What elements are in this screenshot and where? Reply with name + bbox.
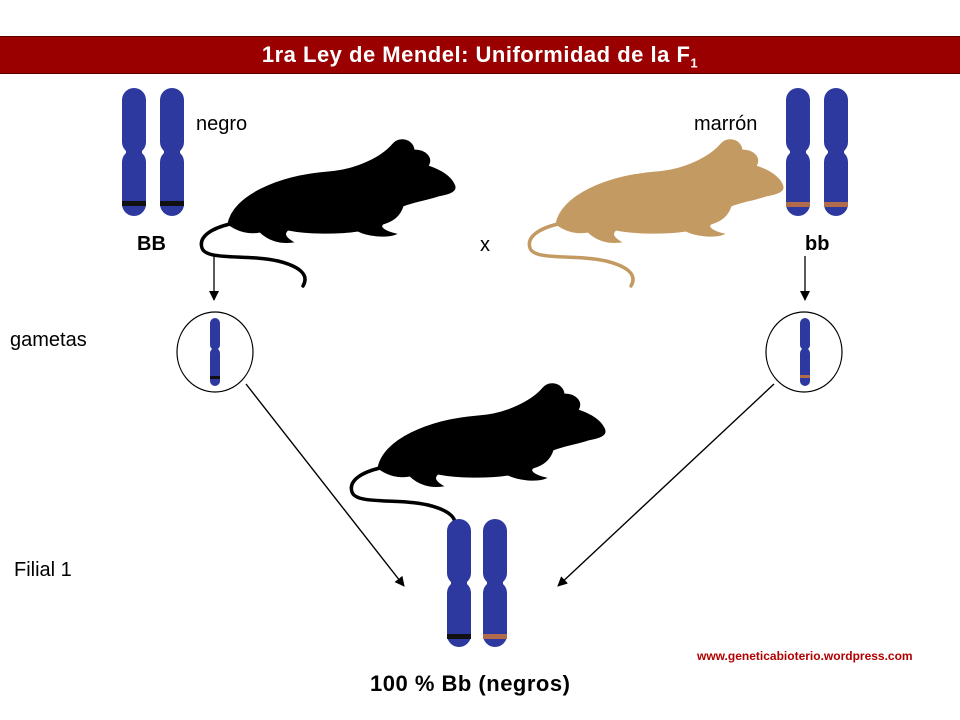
offspring-result: 100 % Bb (negros) [370, 671, 571, 696]
arrow-right-f1 [557, 383, 775, 587]
black-mouse-parent [199, 137, 457, 288]
chromosome-pair-bb-heterozygous [447, 519, 507, 647]
genotype-label-right: bb [805, 233, 830, 255]
brown-mouse-parent [527, 137, 785, 288]
chromosome-pair-bb-recessive [786, 88, 848, 216]
watermark-url: www.geneticabioterio.wordpress.com [697, 649, 913, 663]
allele-band [483, 634, 507, 639]
filial-label: Filial 1 [14, 559, 72, 581]
allele-band [786, 202, 810, 207]
genotype-label-left: BB [137, 233, 166, 255]
gamete-left [176, 311, 254, 393]
gamete-right [765, 311, 843, 393]
title-bar: 1ra Ley de Mendel: Uniformidad de la F1 [0, 36, 960, 74]
title-subscript: 1 [690, 55, 699, 71]
gametes-label: gametas [10, 329, 87, 351]
title-main: 1ra Ley de Mendel: Uniformidad de la F [261, 42, 691, 67]
phenotype-label-right: marrón [694, 113, 758, 135]
phenotype-label-left: negro [196, 113, 248, 135]
allele-band [824, 202, 848, 207]
arrow-left-f1 [245, 383, 405, 587]
cross-symbol: x [480, 234, 490, 256]
chromosome-pair-bb-dominant [122, 88, 184, 216]
allele-band [122, 201, 146, 206]
allele-band [447, 634, 471, 639]
allele-band [160, 201, 184, 206]
black-mouse-offspring [349, 381, 607, 532]
page-title: 1ra Ley de Mendel: Uniformidad de la F1 [0, 42, 960, 70]
